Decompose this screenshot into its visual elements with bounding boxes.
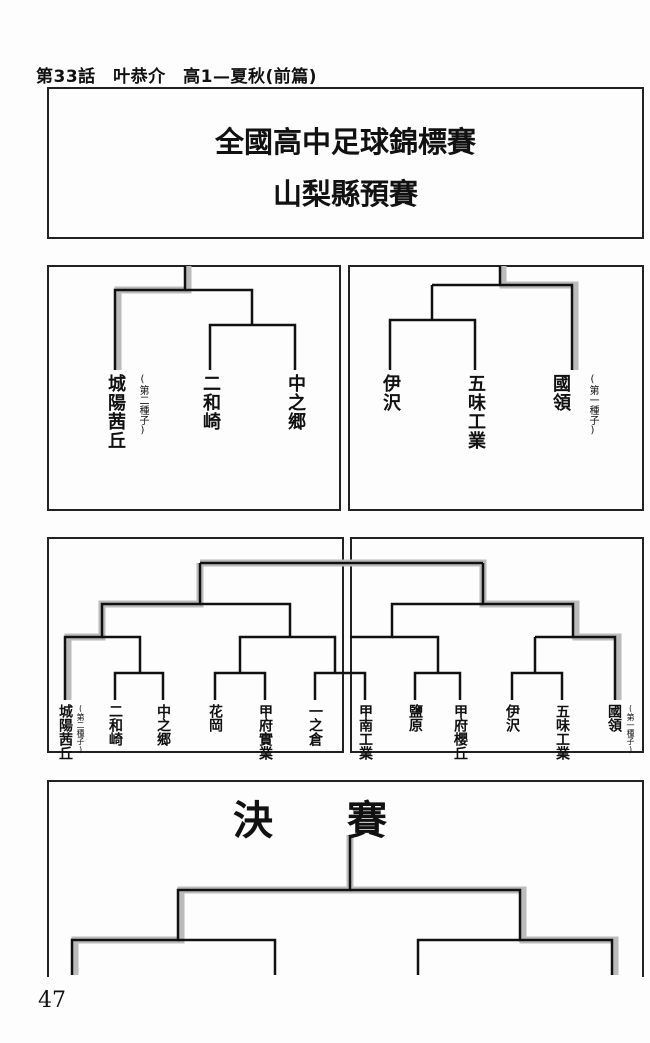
title-box: 全國高中足球錦標賽 山梨縣預賽	[47, 87, 644, 239]
team-label: 花岡	[207, 704, 223, 732]
seed-note: (第二種子)	[137, 374, 148, 436]
seed-note: (第一種子)	[626, 704, 635, 754]
bracket-panel-right	[348, 265, 644, 511]
team-label: 中之郷	[285, 374, 306, 431]
seed-note: (第二種子)	[76, 704, 85, 754]
full-bracket-left	[47, 537, 344, 753]
bracket-panel-left	[47, 265, 341, 511]
team-label: 伊沢	[380, 374, 401, 412]
team-label: 城陽茜丘	[57, 704, 73, 760]
team-label: 五味工業	[554, 704, 570, 760]
seed-note: (第一種子)	[587, 374, 598, 436]
team-label: 二和崎	[107, 704, 123, 746]
team-label: 二和崎	[200, 374, 221, 431]
team-label: 鹽原	[407, 704, 423, 732]
page-number: 47	[38, 988, 66, 1013]
final-box	[47, 780, 644, 977]
tournament-title: 全國高中足球錦標賽	[214, 125, 476, 159]
team-label: 國領	[606, 704, 622, 732]
team-label: 甲府實業	[257, 704, 273, 760]
team-label: 國領	[550, 374, 571, 412]
team-label: 城陽茜丘	[105, 374, 126, 450]
full-bracket-right	[350, 537, 644, 753]
team-label: 甲府櫻丘	[452, 704, 468, 760]
final-label: 決 賽	[233, 798, 417, 844]
team-label: 甲南工業	[357, 704, 373, 760]
team-label: 中之郷	[155, 704, 171, 746]
chapter-header: 第33話 叶恭介 高1—夏秋(前篇)	[36, 67, 318, 87]
team-label: 伊沢	[504, 704, 520, 732]
team-label: 一之倉	[307, 704, 323, 746]
team-label: 五味工業	[465, 374, 486, 450]
tournament-subtitle: 山梨縣預賽	[272, 177, 418, 211]
